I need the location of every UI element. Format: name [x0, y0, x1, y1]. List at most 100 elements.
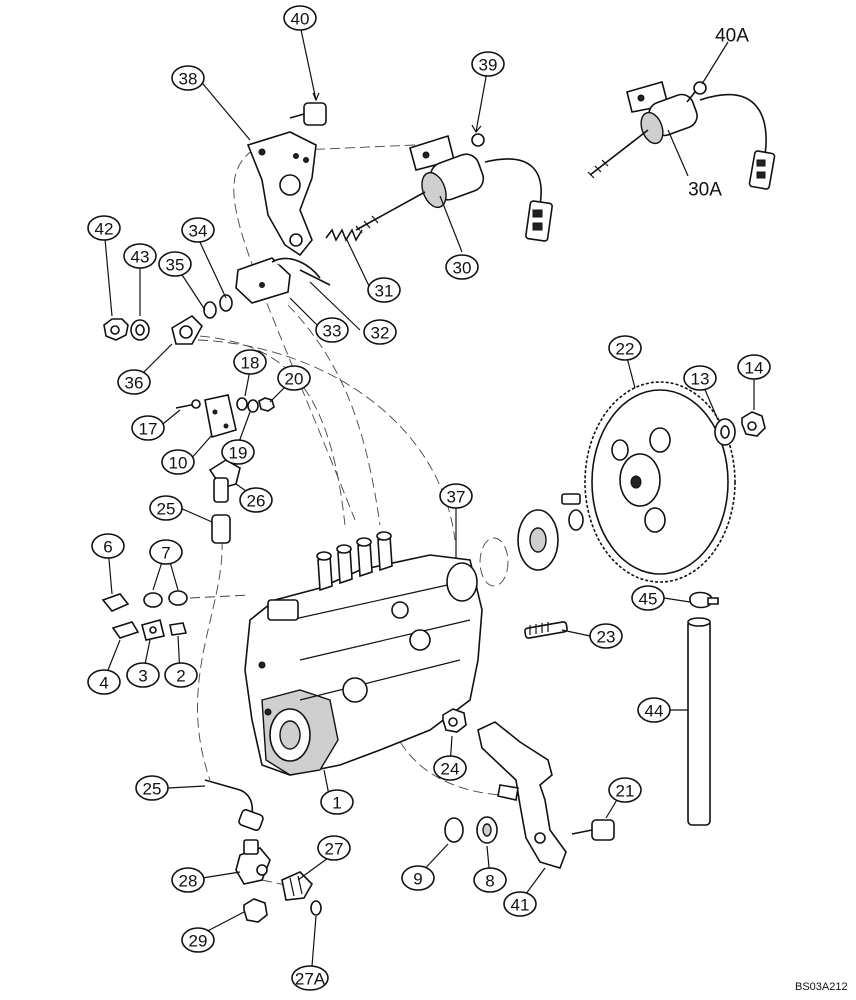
- callout-10: 10: [161, 449, 195, 475]
- svg-text:29: 29: [189, 932, 208, 951]
- drawing-code: BS03A212: [795, 981, 848, 993]
- fuel-line-25: [204, 779, 264, 831]
- drive-hub-assembly: [479, 493, 584, 587]
- svg-text:1: 1: [332, 794, 341, 813]
- callout-29: 29: [181, 927, 215, 953]
- callout-23: 23: [589, 623, 623, 649]
- washers-7: [143, 590, 188, 608]
- o-ring-27a: [310, 900, 322, 916]
- shutoff-solenoid-30: [355, 133, 553, 242]
- callout-45: 45: [631, 585, 665, 611]
- leader-lines: [103, 24, 755, 967]
- svg-text:33: 33: [323, 322, 342, 341]
- callout-38: 38: [171, 65, 205, 91]
- svg-text:8: 8: [485, 872, 494, 891]
- callout-30: 30: [445, 254, 479, 280]
- svg-text:37: 37: [447, 488, 466, 507]
- callout-39: 39: [471, 51, 505, 77]
- svg-text:25: 25: [143, 780, 162, 799]
- bolt-40: [289, 102, 327, 126]
- callout-41: 41: [503, 891, 537, 917]
- svg-text:21: 21: [616, 782, 635, 801]
- svg-text:6: 6: [103, 538, 112, 557]
- svg-text:13: 13: [691, 370, 710, 389]
- svg-text:20: 20: [285, 370, 304, 389]
- callout-36: 36: [117, 369, 151, 395]
- callout-28: 28: [171, 867, 205, 893]
- nut-42: [103, 318, 129, 341]
- o-ring-9: [444, 817, 464, 843]
- label-40a: 40A: [715, 26, 749, 47]
- callout-25: 25: [149, 495, 183, 521]
- solenoid-bracket-38: [246, 131, 317, 257]
- svg-text:23: 23: [597, 628, 616, 647]
- clamp-45: [689, 591, 719, 609]
- svg-text:45: 45: [639, 590, 658, 609]
- drive-gear-22: [584, 381, 736, 583]
- rod-end-36: [171, 314, 203, 345]
- shutoff-solenoid-30a: [587, 81, 776, 190]
- callout-42: 42: [87, 215, 121, 241]
- callout-19: 19: [221, 439, 255, 465]
- svg-text:40: 40: [291, 10, 310, 29]
- nut-24: [442, 708, 467, 733]
- callout-26: 26: [239, 487, 273, 513]
- svg-text:25: 25: [157, 500, 176, 519]
- svg-text:27A: 27A: [295, 970, 326, 989]
- callout-8: 8: [473, 867, 507, 893]
- washer-13: [714, 418, 736, 446]
- svg-text:34: 34: [189, 222, 208, 241]
- callout-33: 33: [315, 317, 349, 343]
- screw-17: [175, 399, 201, 409]
- fitting-27: [281, 871, 313, 901]
- bolt-21: [571, 819, 615, 841]
- bracket-41: [477, 721, 567, 869]
- callout-6: 6: [91, 533, 125, 559]
- o-ring-37: [446, 562, 478, 602]
- svg-text:41: 41: [511, 896, 530, 915]
- callout-13: 13: [683, 365, 717, 391]
- callout-25: 25: [135, 775, 169, 801]
- callout-37: 37: [439, 483, 473, 509]
- fuel-injection-pump-1: [244, 531, 483, 776]
- fitting-2: [169, 622, 188, 636]
- svg-text:7: 7: [161, 544, 170, 563]
- clevis-33: [235, 257, 331, 304]
- fitting-4: [111, 621, 140, 639]
- callout-4: 4: [87, 669, 121, 695]
- svg-text:2: 2: [176, 667, 185, 686]
- svg-text:36: 36: [125, 374, 144, 393]
- callout-17: 17: [131, 415, 165, 441]
- fitting-6: [101, 593, 130, 612]
- svg-text:22: 22: [616, 340, 635, 359]
- nut-29: [243, 898, 268, 923]
- svg-text:30: 30: [453, 259, 472, 278]
- svg-text:10: 10: [169, 454, 188, 473]
- callout-3: 3: [126, 662, 160, 688]
- callout-1: 1: [320, 789, 354, 815]
- callout-44: 44: [637, 697, 671, 723]
- svg-text:17: 17: [139, 420, 158, 439]
- tee-fitting-28: [235, 839, 271, 885]
- callout-32: 32: [363, 319, 397, 345]
- label-30a: 30A: [688, 180, 722, 201]
- callout-34: 34: [181, 217, 215, 243]
- svg-text:28: 28: [179, 872, 198, 891]
- nut-14: [741, 411, 766, 437]
- spacer-8: [476, 816, 498, 844]
- svg-text:44: 44: [645, 702, 664, 721]
- callout-20: 20: [277, 365, 311, 391]
- spring-31: [325, 228, 363, 242]
- callout-9: 9: [401, 865, 435, 891]
- svg-text:32: 32: [371, 324, 390, 343]
- callout-22: 22: [608, 335, 642, 361]
- callout-35: 35: [158, 251, 192, 277]
- svg-text:3: 3: [138, 667, 147, 686]
- banjo-fitting-26: [208, 459, 241, 503]
- callout-24: 24: [433, 755, 467, 781]
- callout-31: 31: [367, 277, 401, 303]
- svg-text:4: 4: [99, 674, 108, 693]
